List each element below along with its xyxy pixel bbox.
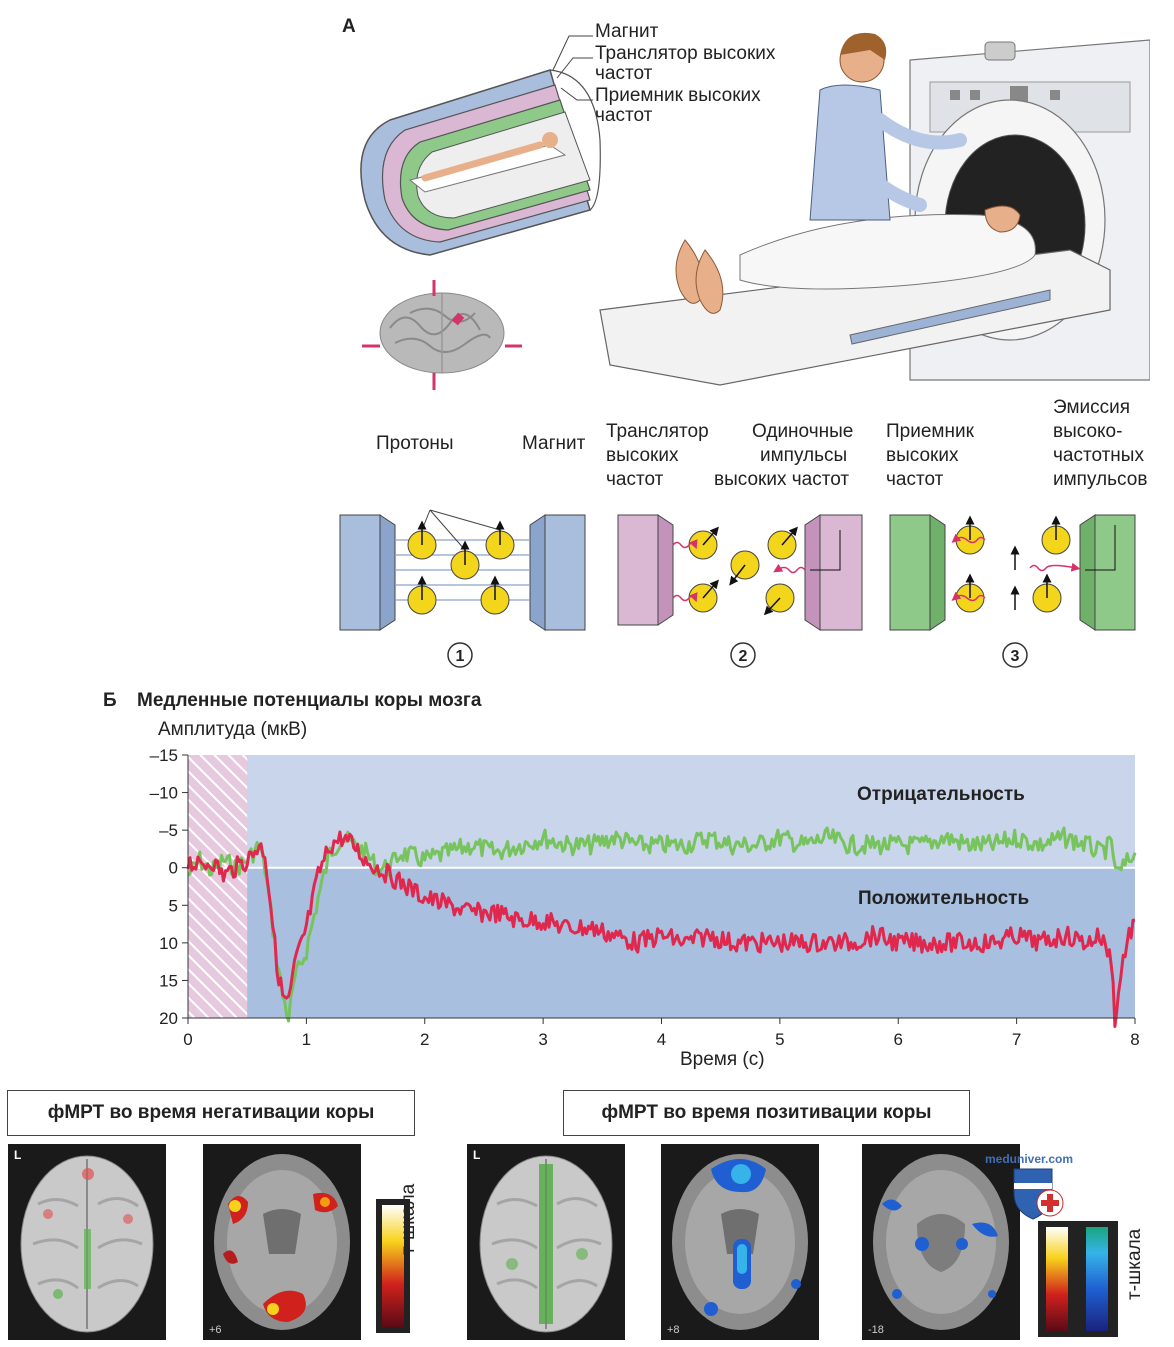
y-tick-label: –15: [150, 746, 178, 765]
step-1-number: 1: [456, 648, 465, 665]
positivity-label: Положительность: [858, 888, 1030, 909]
t-scale-label-pos: т-шкала: [1124, 1228, 1145, 1300]
brain-surface-render-neg: [20, 1155, 154, 1333]
label-protons: Протоны: [376, 433, 454, 454]
y-tick-label: 20: [159, 1009, 178, 1028]
label-emission-line3: частотных: [1053, 445, 1144, 466]
slow-cortical-potentials-chart: –15 –10 –5 0 5 10 15 20 0 1 2 3 4 5 6 7 8: [150, 746, 1140, 1049]
axial-slice-neg: [214, 1154, 350, 1330]
axial-slice-pos-2: [873, 1154, 1009, 1330]
series-positivity-training-line: [186, 830, 1136, 1028]
brain-surface-render-pos: [479, 1155, 613, 1333]
x-tick-label: 6: [894, 1030, 903, 1049]
slice-number-pos-2: -18: [868, 1324, 884, 1336]
step-1-diagram: 1: [339, 509, 586, 668]
negativity-label: Отрицательность: [857, 784, 1025, 805]
chart-title: Медленные потенциалы коры мозга: [137, 690, 482, 711]
label-transmitter-line2: высоких: [606, 445, 679, 466]
fmri-pos-axial-slice-2: -18: [862, 1144, 1020, 1340]
y-tick-label: –5: [159, 821, 178, 840]
fmri-pos-axial-slice-1: +8: [661, 1144, 819, 1340]
t-scale-label-neg: т-шкала: [398, 1183, 419, 1255]
scan-orientation-marker: L: [14, 1148, 22, 1162]
label-magnet: Магнит: [595, 21, 659, 42]
step-2-number: 2: [739, 648, 748, 665]
label-rf-receiver-line1: Приемник высоких: [595, 85, 761, 106]
y-tick-label: 15: [159, 971, 178, 990]
y-tick-label: 5: [169, 896, 178, 915]
y-tick-label: 10: [159, 934, 178, 953]
slice-number-neg: +6: [209, 1324, 222, 1336]
scan-orientation-marker-pos: L: [473, 1148, 481, 1162]
x-tick-label: 3: [538, 1030, 547, 1049]
label-receiver-line2: высоких: [886, 445, 959, 466]
section-b-letter: Б: [103, 690, 117, 711]
scanner-leader-lines: [552, 35, 593, 101]
label-receiver-line1: Приемник: [886, 421, 974, 442]
slice-number-pos-1: +8: [667, 1324, 680, 1336]
x-tick-label: 5: [775, 1030, 784, 1049]
step-2-diagram: 2: [617, 514, 863, 668]
chart-ylabel: Амплитуда (мкВ): [158, 719, 308, 740]
step-3-number: 3: [1011, 648, 1020, 665]
chart-xlabel: Время (с): [680, 1049, 765, 1070]
label-emission-line2: высоко-: [1053, 421, 1123, 442]
fmri-positivation-title-text: фМРТ во время позитивации коры: [601, 1102, 932, 1123]
baseline-hatched-region: [188, 755, 248, 1018]
label-receiver-line3: частот: [886, 469, 944, 490]
x-tick-label: 1: [302, 1030, 311, 1049]
y-tick-label: –10: [150, 784, 178, 803]
proton-step-diagrams: 1 2 3: [339, 509, 1136, 668]
x-tick-label: 0: [183, 1030, 192, 1049]
t-scale-colorbar-neg: [376, 1199, 410, 1333]
t-scale-colorbar-pos: [1038, 1221, 1118, 1337]
watermark-text: meduniver.com: [985, 1152, 1074, 1166]
label-emission-line1: Эмиссия: [1053, 397, 1131, 418]
label-rf-transmitter-line2: частот: [595, 63, 653, 84]
label-rf-receiver-line2: частот: [595, 105, 653, 126]
x-tick-label: 4: [657, 1030, 666, 1049]
fmri-positivation-title: фМРТ во время позитивации коры: [563, 1090, 970, 1136]
watermark-shield-logo: [1013, 1168, 1064, 1220]
label-pulses-line2: импульсы: [760, 445, 848, 466]
fmri-pos-brain-surface: L: [467, 1144, 625, 1340]
brain-crosshair-illustration: [362, 280, 522, 390]
label-transmitter-line1: Транслятор: [606, 421, 709, 442]
fmri-negativation-title-text: фМРТ во время негативации коры: [47, 1102, 375, 1123]
label-pulses-line1: Одиночные: [752, 421, 854, 442]
step-3-diagram: 3: [889, 514, 1136, 668]
mri-scanner-patient-illustration: [599, 32, 1150, 386]
series-negativity-training-line: [187, 826, 1137, 1023]
x-tick-label: 8: [1130, 1030, 1139, 1049]
axial-slice-pos-1: [672, 1154, 808, 1330]
y-tick-label: 0: [169, 859, 178, 878]
fmri-neg-axial-slice: +6: [203, 1144, 361, 1340]
x-tick-label: 7: [1012, 1030, 1021, 1049]
fmri-negativation-title: фМРТ во время негативации коры: [7, 1090, 415, 1136]
label-rf-transmitter-line1: Транслятор высоких: [595, 43, 776, 64]
y-axis-ticks: –15 –10 –5 0 5 10 15 20: [150, 746, 188, 1028]
negativity-region: [188, 755, 1135, 868]
label-emission-line4: импульсов: [1053, 469, 1148, 490]
x-tick-label: 2: [420, 1030, 429, 1049]
label-transmitter-line3: частот: [606, 469, 664, 490]
section-a-letter: А: [342, 16, 356, 37]
label-pulses-line3: высоких частот: [714, 469, 850, 490]
x-axis-ticks: 0 1 2 3 4 5 6 7 8: [183, 1018, 1140, 1049]
label-magnet-step: Магнит: [522, 433, 586, 454]
fmri-neg-brain-surface: L: [8, 1144, 166, 1340]
mri-bore-illustration: [360, 69, 601, 256]
